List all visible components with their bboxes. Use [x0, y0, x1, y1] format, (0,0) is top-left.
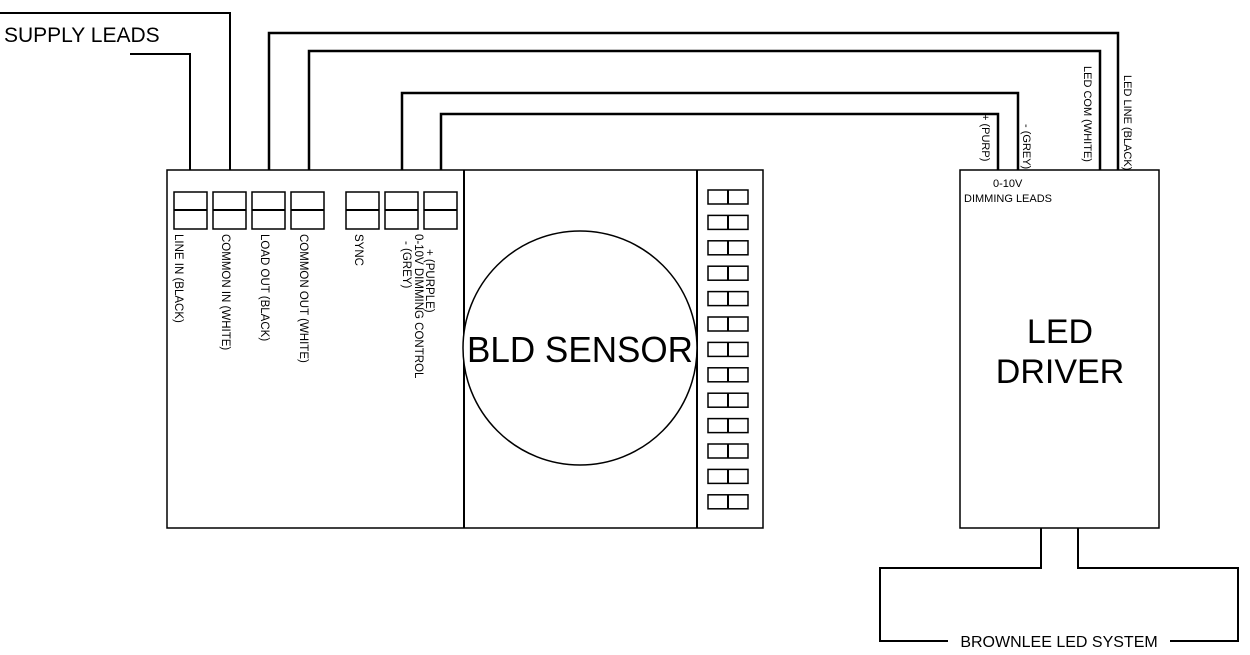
label-common-out: COMMON OUT (WHITE)	[297, 234, 309, 363]
dip-switch	[707, 367, 749, 383]
label-dim-purple: + (PURPLE)	[423, 249, 435, 313]
sensor-lens-circle	[462, 230, 698, 466]
terminal-common-in	[212, 191, 247, 230]
supply-lead-line-wire	[130, 53, 191, 192]
label-line-in: LINE IN (BLACK)	[172, 234, 184, 323]
label-lead-grey: - (GREY)	[1020, 124, 1032, 169]
terminal-dim-purple	[423, 191, 458, 230]
dip-switch	[707, 265, 749, 281]
label-lead-line: LED LINE (BLACK)	[1121, 75, 1133, 170]
dip-switch-bank	[707, 189, 749, 510]
common-out-to-led-com-wire	[307, 49, 1102, 192]
sensor-title: BLD SENSOR	[467, 329, 693, 370]
label-common-in: COMMON IN (WHITE)	[219, 234, 231, 350]
dip-switch	[707, 316, 749, 332]
dip-switch	[707, 468, 749, 485]
dip-switch	[707, 417, 749, 434]
dip-switch	[707, 240, 749, 256]
led-driver-title-1: LED	[1027, 313, 1093, 351]
dip-switch	[707, 341, 749, 358]
terminal-sync	[345, 191, 380, 230]
dip-switch	[707, 392, 749, 408]
dip-switch	[707, 443, 749, 459]
label-lead-purple: + (PURP)	[979, 114, 991, 161]
load-out-to-led-line-wire	[267, 31, 1120, 192]
purple-dimming-wire	[439, 112, 1000, 192]
supply-lead-common-wire	[0, 12, 231, 192]
brownlee-led-system-label: BROWNLEE LED SYSTEM	[960, 634, 1157, 651]
led-system-wire-right	[1077, 528, 1239, 642]
terminal-dim-grey	[384, 191, 419, 230]
supply-leads-label: SUPPLY LEADS	[4, 24, 160, 47]
led-system-wire-left	[879, 528, 1042, 642]
dip-switch	[707, 189, 749, 205]
dip-switch	[707, 494, 749, 510]
terminal-line-in	[173, 191, 208, 230]
dimming-leads-line2: DIMMING LEADS	[964, 193, 1052, 205]
label-lead-com: LED COM (WHITE)	[1081, 66, 1093, 162]
label-dim-grey: - (GREY)	[400, 241, 412, 288]
label-load-out: LOAD OUT (BLACK)	[258, 234, 270, 341]
led-driver-title-2: DRIVER	[996, 353, 1124, 391]
dip-switch	[707, 290, 749, 307]
led-driver-body	[959, 169, 1160, 529]
dip-switch	[707, 214, 749, 231]
label-sync: SYNC	[352, 234, 364, 266]
terminal-load-out	[251, 191, 286, 230]
dimming-leads-line1: 0-10V	[993, 178, 1023, 190]
label-dimming-control: 0-10V DIMMING CONTROL	[412, 234, 424, 379]
terminal-common-out	[290, 191, 325, 230]
grey-dimming-wire	[400, 91, 1020, 192]
